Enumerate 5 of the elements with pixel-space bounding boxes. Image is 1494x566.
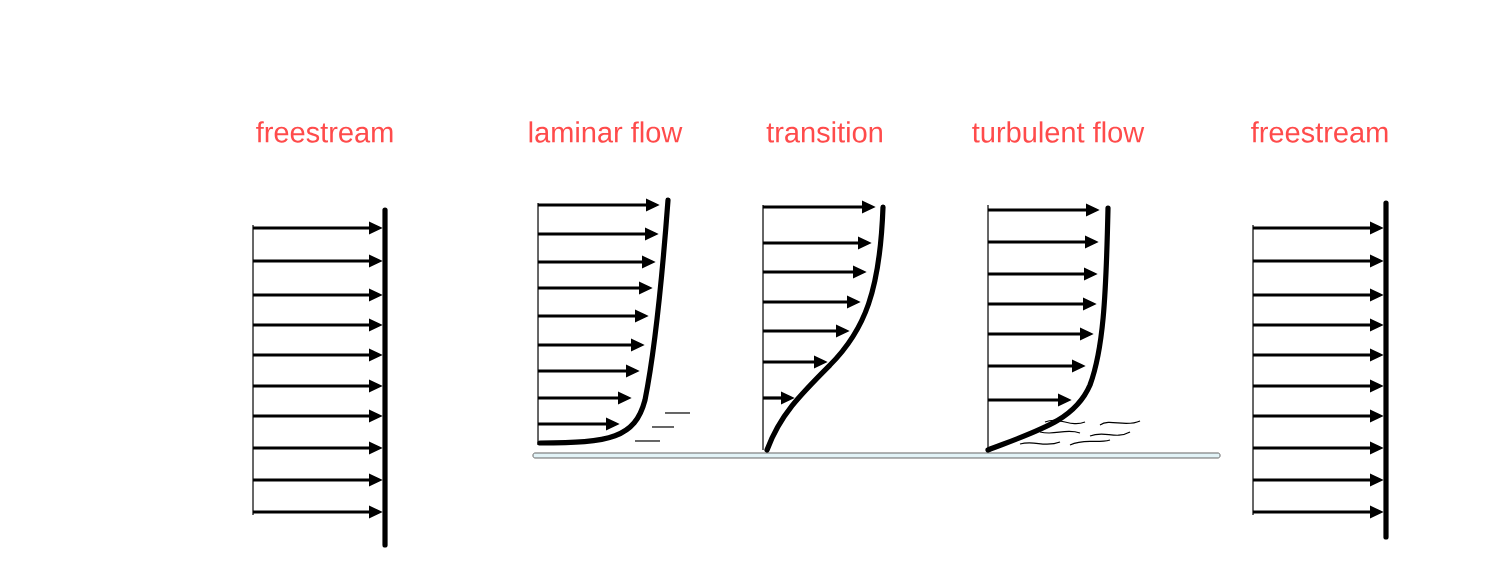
profile-label: freestream — [1251, 121, 1388, 143]
profile-label: turbulent flow — [972, 121, 1145, 143]
profile-label: transition — [766, 121, 882, 143]
profile-label: freestream — [256, 121, 393, 143]
profile-label: laminar flow — [529, 121, 683, 143]
